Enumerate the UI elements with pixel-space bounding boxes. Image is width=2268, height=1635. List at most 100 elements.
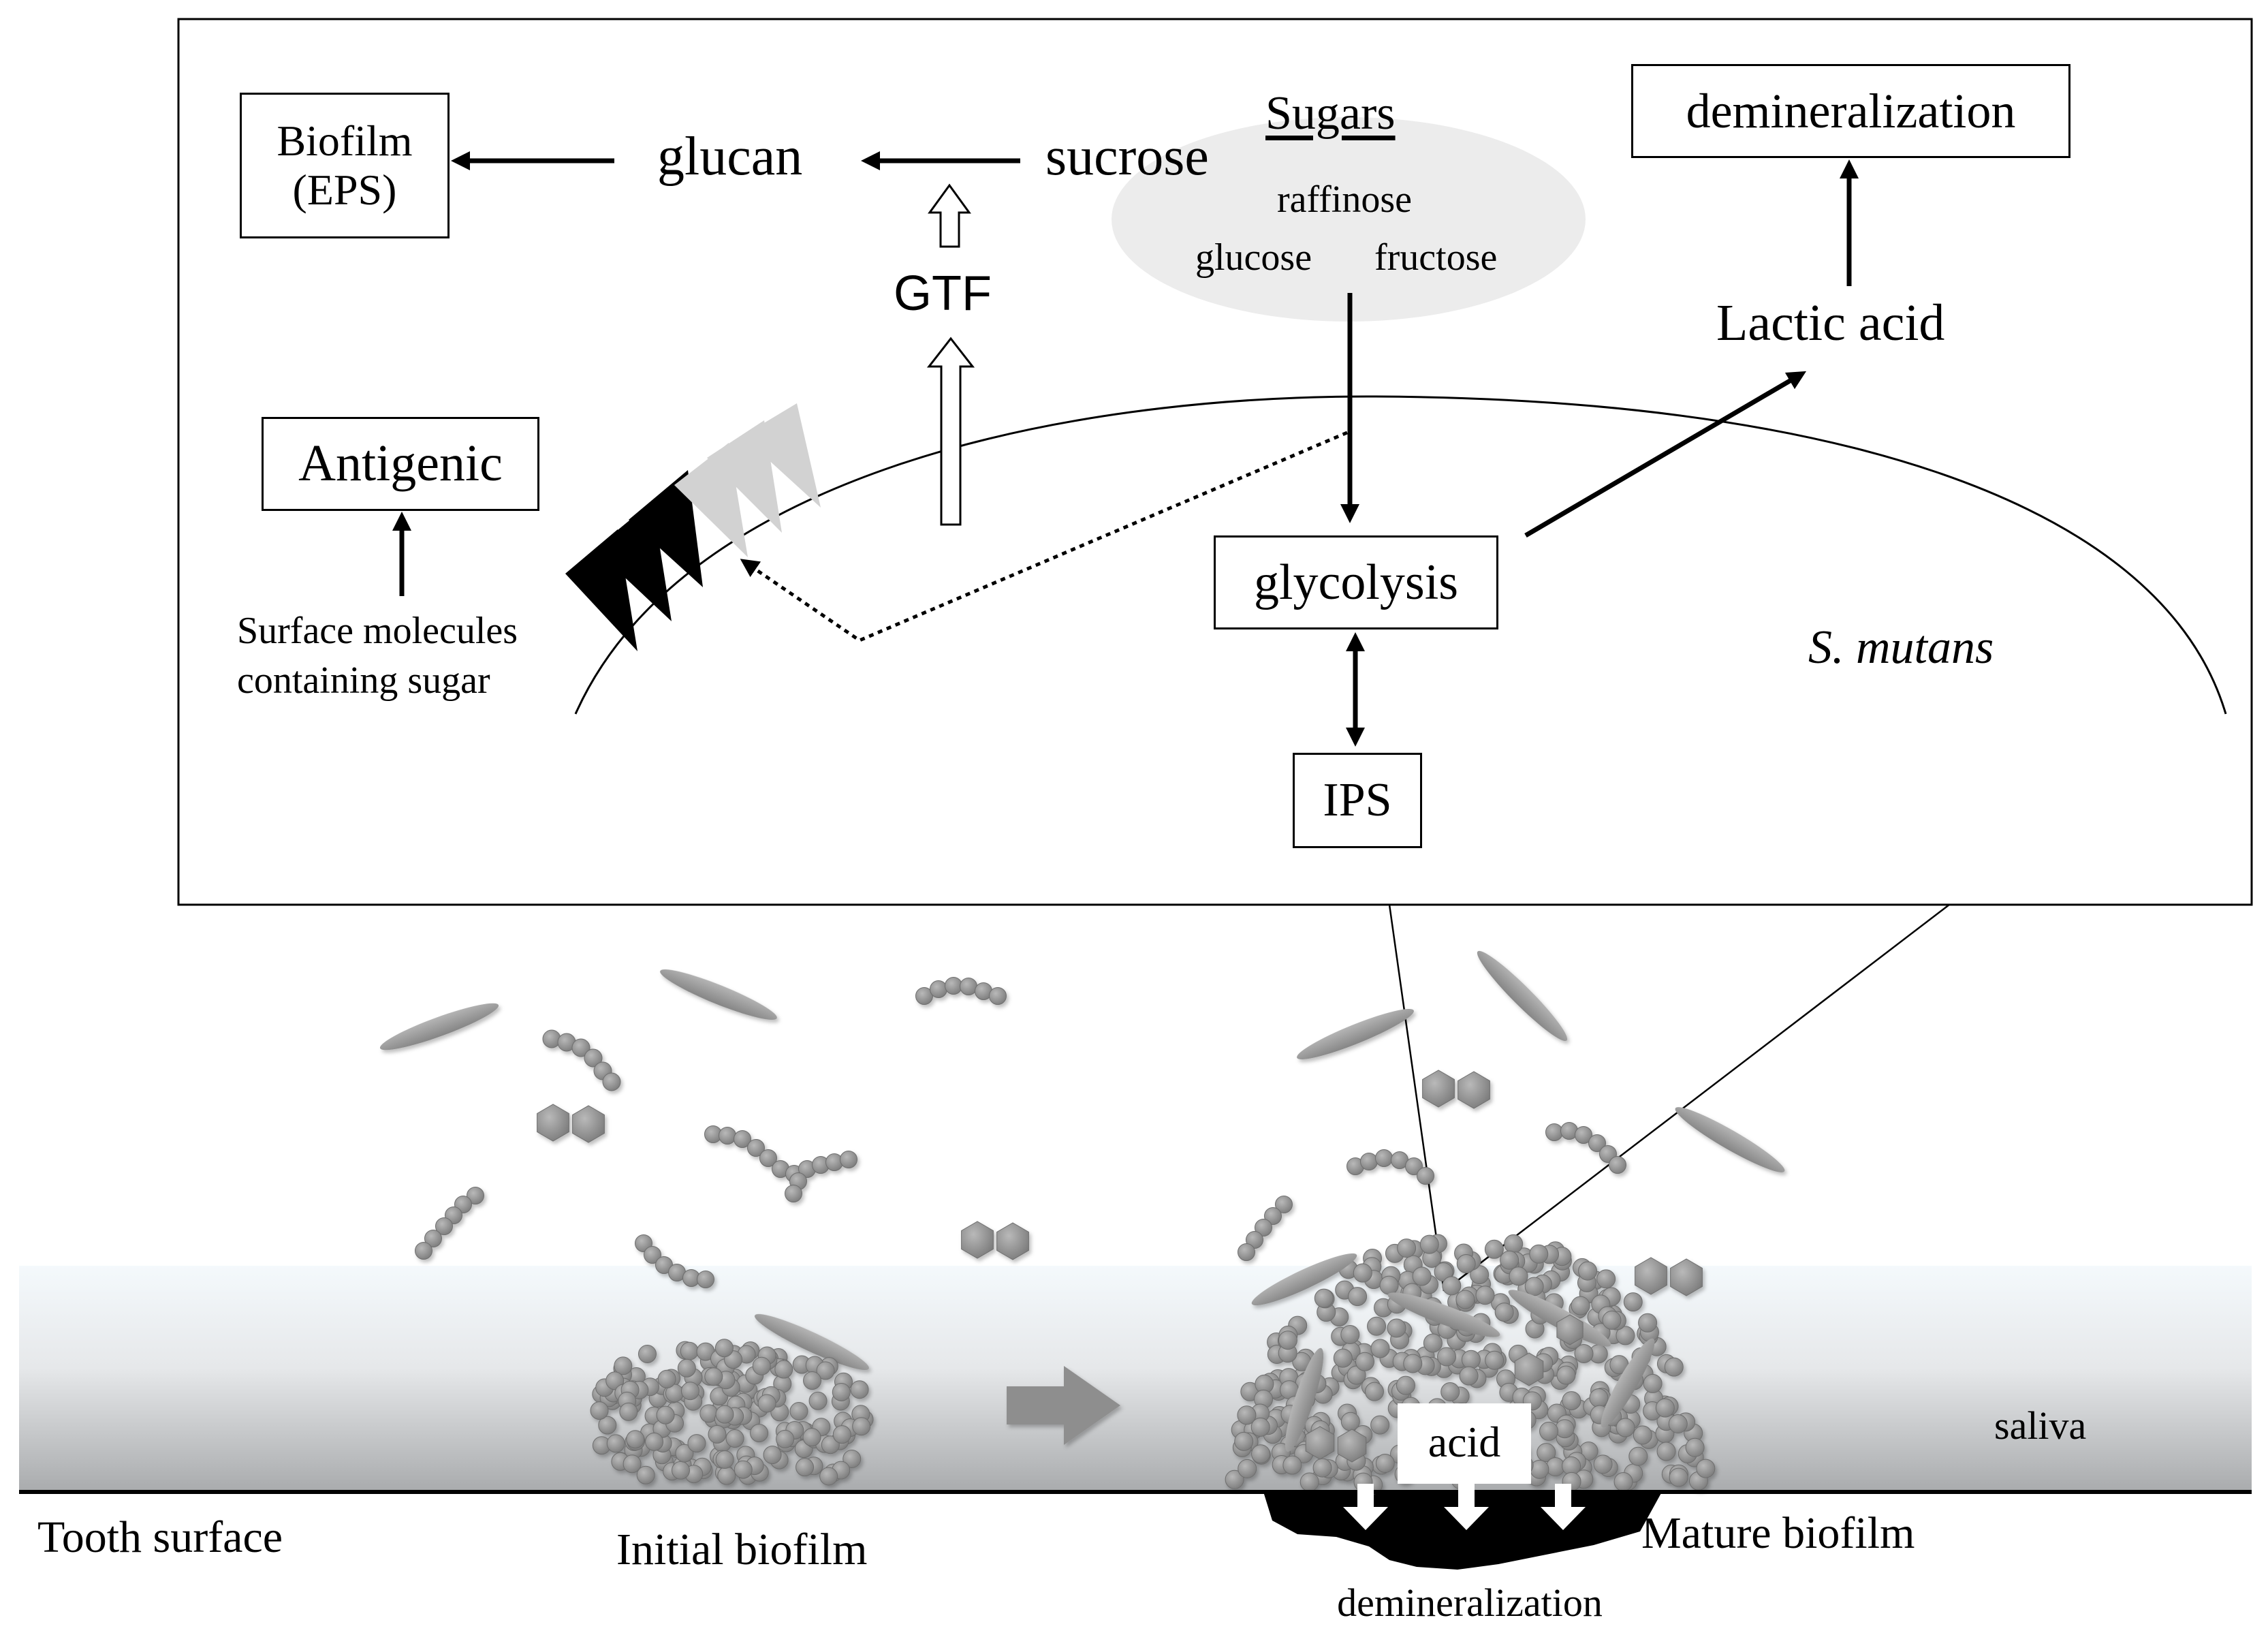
coccus: [1529, 1244, 1549, 1264]
coccus: [677, 1358, 696, 1377]
coccus: [1571, 1296, 1590, 1315]
initial-biofilm-label: Initial biofilm: [616, 1525, 867, 1574]
coccus: [1370, 1339, 1390, 1358]
coccus: [1616, 1418, 1635, 1437]
coccus: [424, 1230, 442, 1247]
coccus: [1278, 1330, 1297, 1350]
diplococcus-cell: [961, 1221, 994, 1259]
coccus: [734, 1130, 751, 1148]
demineralization-box: demineralization: [1631, 64, 2070, 158]
demineralization-bottom-label: demineralization: [1337, 1580, 1603, 1625]
rod-bacterium: [379, 1003, 499, 1050]
coccus: [1539, 1421, 1559, 1441]
coccus: [1696, 1459, 1716, 1478]
coccus: [1397, 1239, 1417, 1258]
rod-bacterium: [1251, 1253, 1357, 1306]
coccus: [675, 1444, 694, 1463]
coccus: [725, 1429, 744, 1448]
coccus: [598, 1416, 617, 1435]
coccus: [680, 1341, 699, 1360]
diplococcus-cell: [1305, 1426, 1335, 1460]
surface-molecule-triangles: [565, 403, 821, 651]
diplococcus-cell: [1556, 1314, 1584, 1345]
coccus: [734, 1460, 753, 1479]
coccus: [1423, 1333, 1443, 1353]
coccus: [1628, 1446, 1648, 1466]
coccus: [435, 1217, 453, 1235]
coccus: [796, 1458, 815, 1477]
coccus: [816, 1361, 835, 1380]
rod-bacterium: [1508, 1290, 1611, 1347]
acid-box: [1398, 1403, 1531, 1484]
diplococcus-cell: [996, 1222, 1029, 1260]
coccus: [1405, 1157, 1423, 1175]
coccus: [1375, 1149, 1393, 1167]
coccus: [1367, 1316, 1387, 1336]
coccus: [1238, 1243, 1255, 1261]
coccus: [715, 1405, 734, 1424]
coccus: [714, 1339, 734, 1358]
dotted-arrow-to-surface-molecules: [740, 431, 1348, 642]
coccus: [1455, 1290, 1475, 1309]
callout-line-right: [1443, 904, 1950, 1292]
diplococcus-cell: [1337, 1429, 1367, 1463]
coccus: [1375, 1454, 1395, 1474]
coccus: [719, 1127, 736, 1144]
coccus: [584, 1048, 603, 1068]
coccus: [1340, 1324, 1360, 1344]
coccus: [840, 1151, 857, 1168]
rod-bacterium: [660, 969, 777, 1021]
coccus: [1353, 1263, 1372, 1283]
diplococcus-cell: [1422, 1070, 1455, 1108]
coccus: [708, 1424, 727, 1444]
coccus: [1664, 1357, 1684, 1377]
coccus: [763, 1446, 782, 1465]
saliva-label: saliva: [1994, 1403, 2086, 1448]
coccus: [1412, 1266, 1432, 1286]
coccus: [1484, 1239, 1504, 1259]
coccus: [960, 978, 977, 995]
coccus: [1234, 1431, 1254, 1451]
coccus: [1461, 1350, 1481, 1369]
coccus: [1456, 1254, 1476, 1274]
coccus: [1238, 1459, 1257, 1478]
gtf-small-hollow-arrow: [928, 183, 971, 248]
coccus: [1655, 1398, 1675, 1418]
coccus: [687, 1434, 706, 1453]
coccus: [1419, 1234, 1439, 1254]
coccus: [1475, 1286, 1495, 1305]
arrow-glycolysis-to-lactic-acid: [1524, 371, 1807, 538]
coccus: [1225, 1469, 1244, 1489]
coccus: [644, 1246, 661, 1264]
coccus: [1417, 1167, 1434, 1185]
coccus: [1589, 1388, 1609, 1408]
coccus: [606, 1434, 625, 1453]
mature-biofilm-label: Mature biofilm: [1641, 1508, 1915, 1558]
coccus: [1509, 1266, 1528, 1286]
coccus: [619, 1402, 638, 1421]
coccus: [645, 1432, 664, 1451]
organism-label: S. mutans: [1808, 621, 1994, 674]
coccus: [626, 1430, 645, 1449]
coccus: [1613, 1472, 1633, 1492]
glucose-label: glucose: [1195, 236, 1312, 279]
coccus: [1364, 1382, 1384, 1401]
coccus: [832, 1382, 851, 1401]
coccus: [945, 977, 962, 995]
coccus: [1524, 1277, 1544, 1296]
coccus: [1442, 1276, 1462, 1296]
coccus: [637, 1345, 657, 1364]
coccus: [1593, 1454, 1613, 1474]
coccus: [1237, 1405, 1257, 1425]
coccus: [1459, 1366, 1479, 1386]
coccus: [750, 1424, 769, 1443]
antigenic-box: Antigenic: [262, 417, 539, 511]
coccus: [1668, 1414, 1688, 1434]
coccus: [1403, 1354, 1423, 1373]
coccus: [842, 1449, 862, 1468]
rod-bacterium: [1285, 1348, 1324, 1452]
coccus: [1588, 1134, 1606, 1152]
rod-bacterium: [1601, 1338, 1655, 1428]
coccus: [1440, 1382, 1460, 1402]
coccus: [415, 1242, 432, 1260]
